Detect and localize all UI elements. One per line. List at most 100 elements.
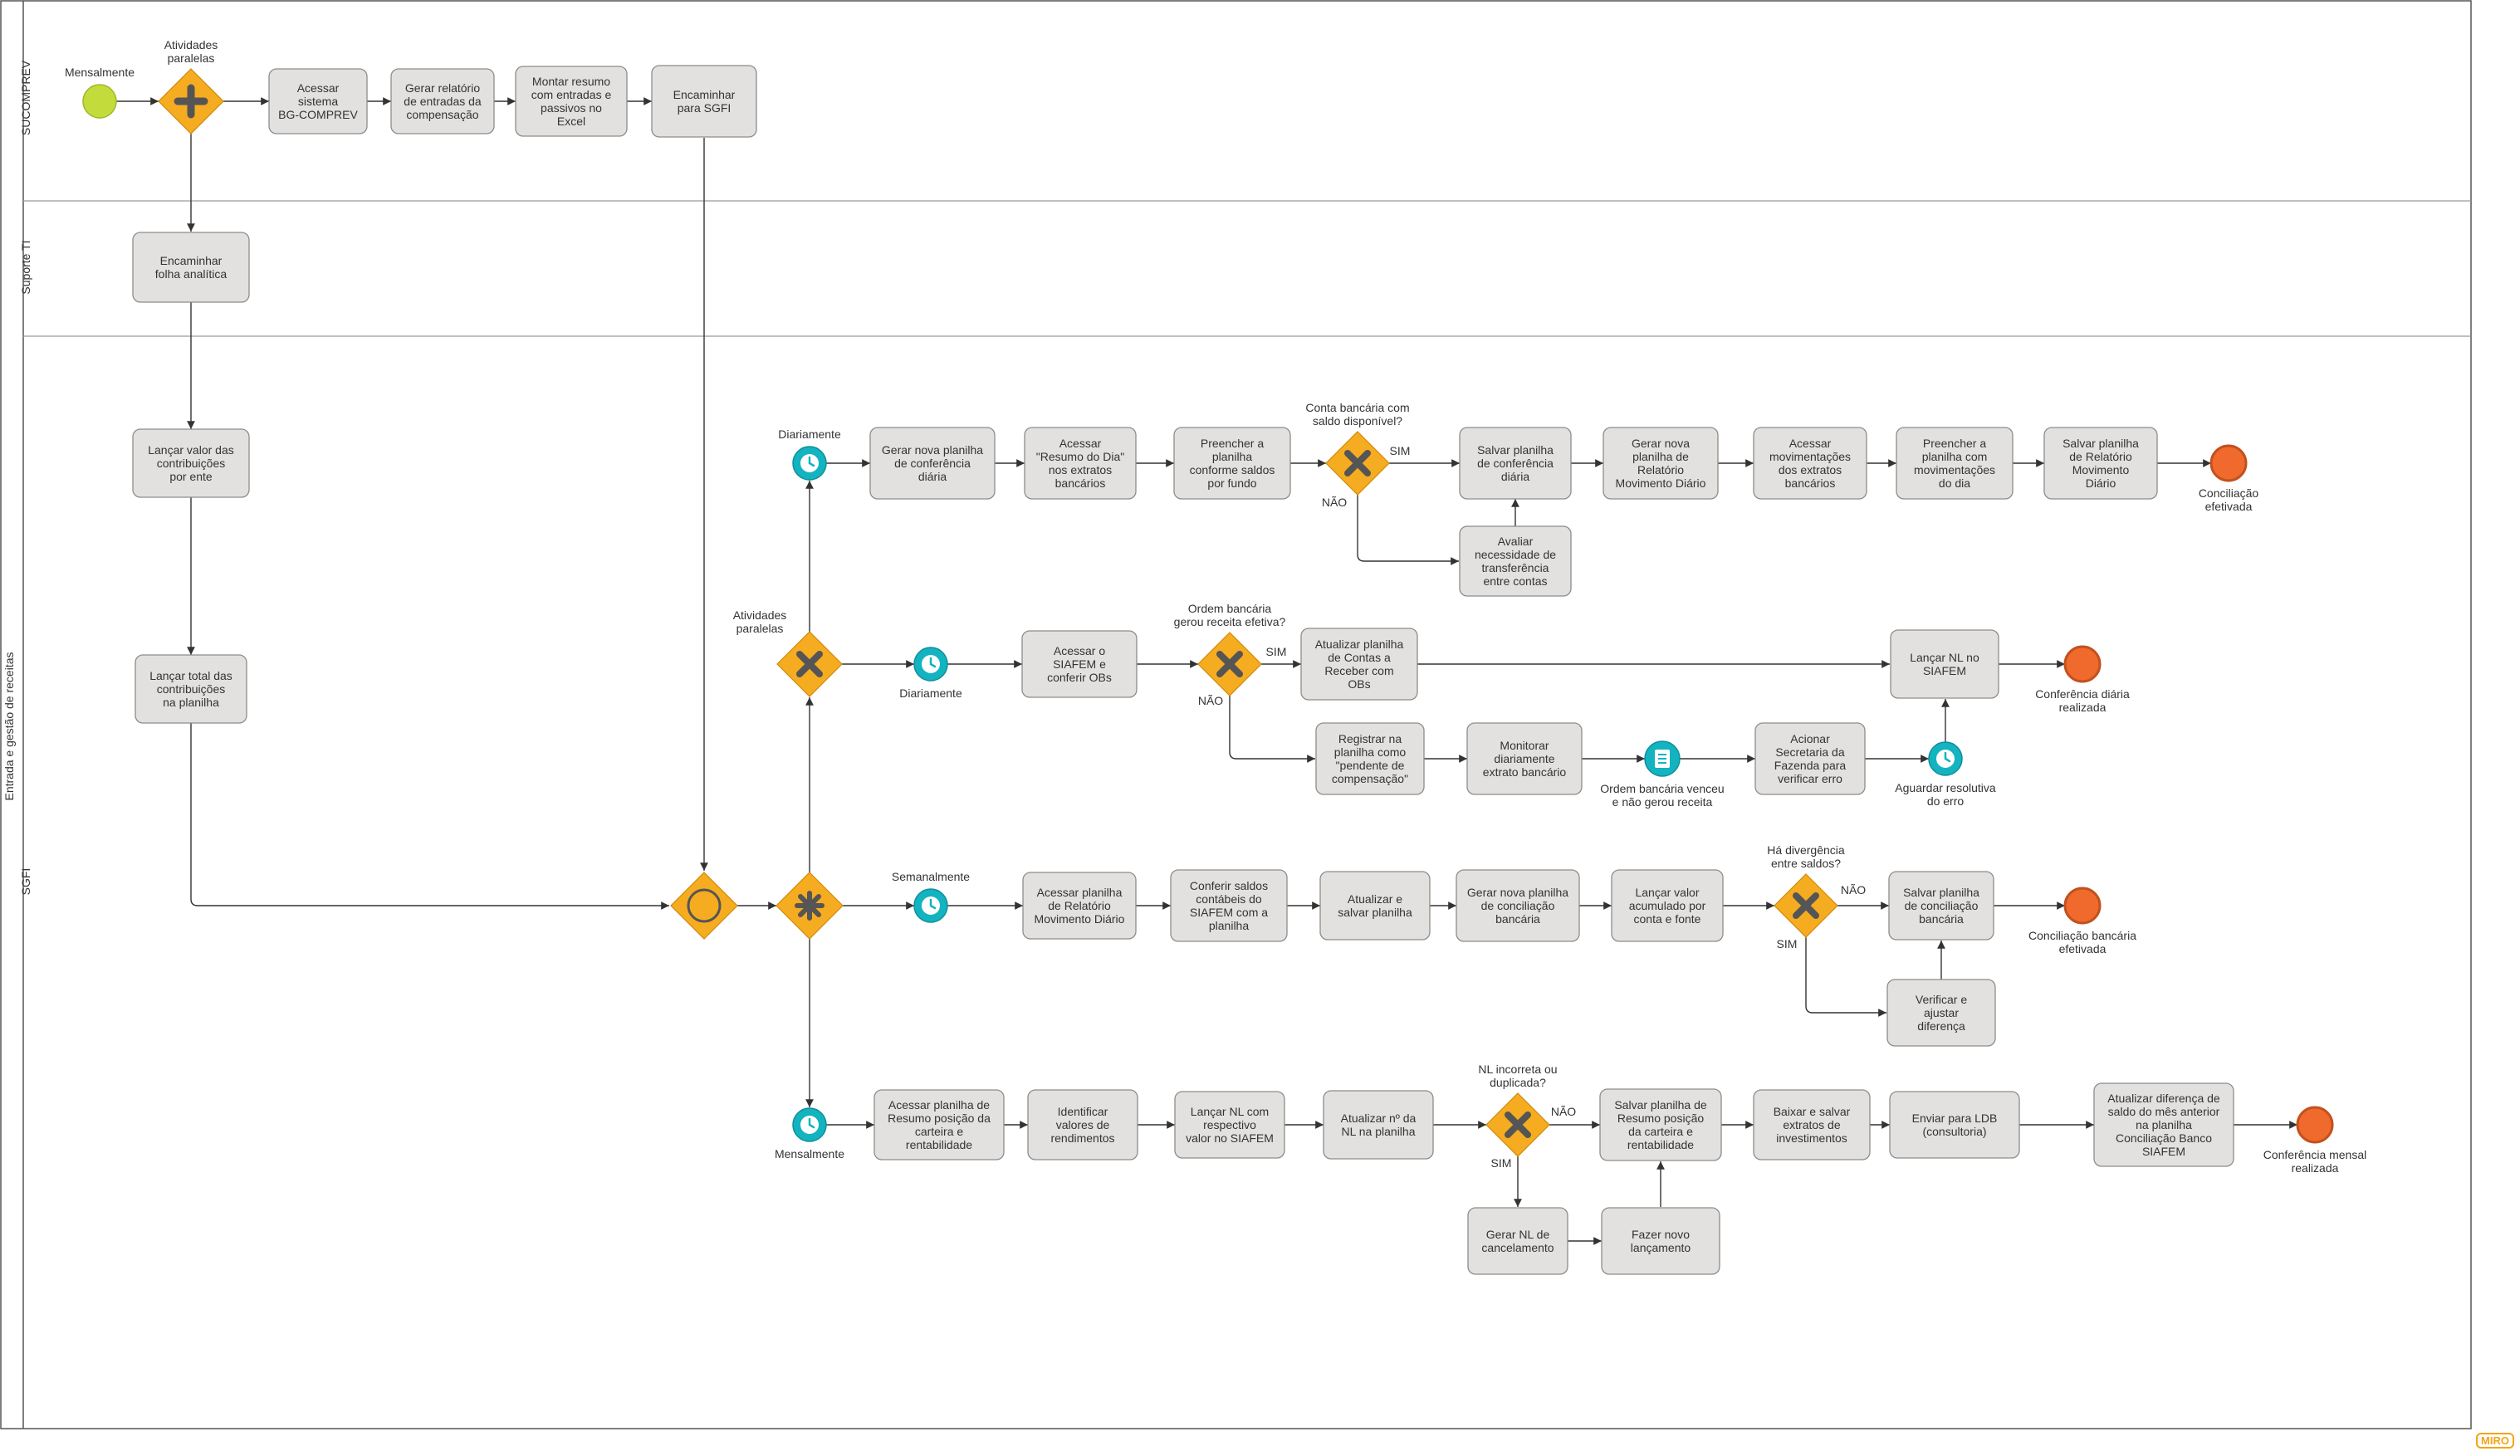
task-box	[1323, 1090, 1434, 1160]
clock-hands-icon	[929, 898, 937, 910]
node-label-line: de conferência	[1477, 457, 1554, 470]
task-box	[1459, 427, 1572, 500]
node-label-line: BG-COMPREV	[278, 108, 358, 121]
x-icon	[1505, 1112, 1531, 1138]
node-label-line: bancários	[1785, 476, 1836, 490]
node-label-line: Acessar	[297, 81, 340, 95]
node-label-line: verificar erro	[1778, 772, 1842, 785]
clock-hands-icon	[808, 1117, 815, 1129]
node-label-line: Gerar relatório	[405, 81, 480, 95]
node-label-line: SIAFEM com a	[1190, 906, 1268, 919]
end-circle	[2296, 1106, 2334, 1144]
node-label-line: cancelamento	[1481, 1241, 1554, 1254]
node-label-line: Gerar nova	[1632, 437, 1690, 450]
node-label-line: de conciliação	[1905, 899, 1979, 912]
task-box	[1889, 1091, 2020, 1159]
node-label-line: Salvar planilha	[2062, 437, 2139, 450]
task-box	[1022, 872, 1137, 940]
clock-hands-icon	[1944, 751, 1951, 763]
node-label-line: para SGFI	[678, 101, 732, 115]
task-t_resumo_dia: Acessar"Resumo do Dia"nos extratosbancár…	[1024, 427, 1137, 500]
node-label-line: Registrar na	[1338, 732, 1402, 745]
node-label-line: investimentos	[1776, 1131, 1847, 1145]
node-label-line: Salvar planilha de	[1614, 1098, 1707, 1112]
node-label-line: Conciliação bancária	[2028, 929, 2136, 942]
task-box	[1753, 427, 1867, 500]
node-label-line: (consultoria)	[1922, 1125, 1986, 1138]
task-box	[1753, 1089, 1871, 1160]
node-label-line: de Relatório	[1048, 899, 1111, 912]
end-circle	[2063, 887, 2102, 925]
node-label-line: Relatório	[1637, 463, 1684, 476]
node-label-line: OBs	[1348, 677, 1370, 691]
node-label-line: planilha como	[1334, 745, 1407, 759]
edge-label: SIM	[1266, 645, 1287, 658]
node-label-line: carteira e	[915, 1125, 964, 1138]
node-label-line: por ente	[169, 470, 213, 483]
node-label-line: Encaminhar	[673, 88, 736, 101]
task-box	[2043, 427, 2158, 500]
edge-gw_ordem-to-t_registrar	[1229, 696, 1315, 763]
node-label-line: diariamente	[1494, 752, 1554, 765]
node-label-line: bancária	[1919, 912, 1964, 926]
node-label-line: realizada	[2059, 701, 2107, 714]
brand-logo: MIRO	[2476, 1433, 2514, 1449]
node-label-line: conforme saldos	[1190, 463, 1275, 476]
node-label-line: SIAFEM	[2142, 1145, 2185, 1158]
timer-tm_semanal: Semanalmente	[892, 870, 970, 923]
node-label-line: entre saldos?	[1771, 857, 1841, 870]
node-label-line: transferência	[1482, 561, 1549, 574]
task-t_ldb: Enviar para LDB(consultoria)	[1889, 1091, 2020, 1159]
node-label-line: Atualizar diferença de	[2107, 1092, 2220, 1105]
node-label-line: duplicada?	[1490, 1076, 1546, 1089]
edge-gw_conta-to-t_avaliar	[1357, 495, 1459, 565]
node-label-line: na planilha	[2136, 1118, 2192, 1131]
node-label-line: Baixar e salvar	[1774, 1105, 1851, 1118]
task-box	[132, 428, 250, 498]
lane-label-suporte: Suporte TI	[19, 240, 32, 294]
node-label-line: "Resumo do Dia"	[1036, 450, 1124, 463]
node-label-line: Monitorar	[1500, 739, 1549, 752]
node-label-line: por fundo	[1207, 476, 1256, 490]
task-box	[390, 68, 495, 134]
x-icon	[796, 651, 823, 677]
node-label-line: Acessar o	[1054, 644, 1105, 657]
task-box	[132, 232, 250, 303]
node-label-line: Diário	[2086, 476, 2116, 490]
node-label-line: gerou receita efetiva?	[1174, 615, 1286, 628]
node-label-line: Gerar nova planilha	[1467, 886, 1568, 899]
node-label-line: Lançar NL no	[1910, 651, 1979, 664]
node-label-line: do erro	[1927, 794, 1965, 808]
node-label-line: planilha	[1212, 450, 1252, 463]
node-label-line: Ordem bancária venceu	[1600, 782, 1724, 795]
node-label-line: e não gerou receita	[1612, 795, 1713, 809]
node-label-line: dos extratos	[1779, 463, 1842, 476]
task-box	[1459, 525, 1572, 597]
task-box	[651, 65, 757, 138]
node-label-line: com entradas e	[531, 88, 612, 101]
task-box	[1467, 1207, 1568, 1275]
edge-label: NÃO	[1198, 694, 1223, 707]
end-circle	[2209, 444, 2248, 482]
node-label-line: Movimento Diário	[1616, 476, 1706, 490]
node-label-line: Há divergência	[1767, 843, 1845, 857]
node-label-line: SIAFEM	[1923, 664, 1966, 677]
task-box	[1174, 1091, 1285, 1159]
end-circle	[2063, 645, 2102, 683]
